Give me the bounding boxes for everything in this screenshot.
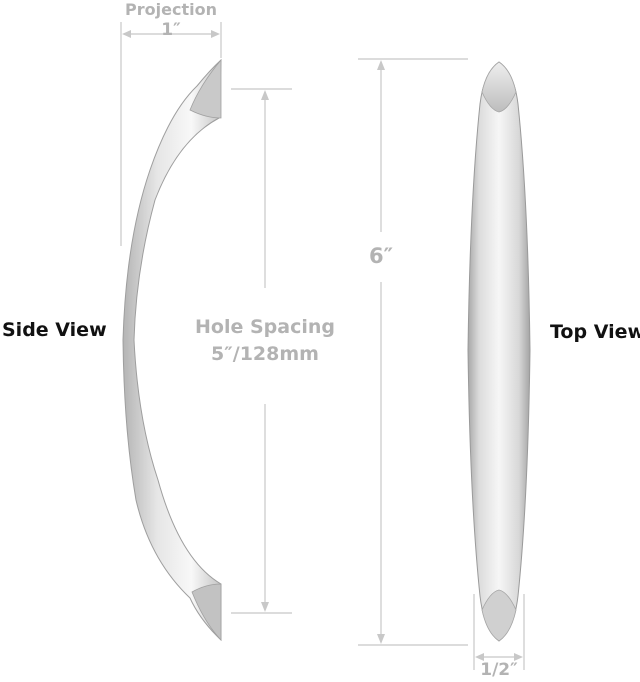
side-view-handle [122,58,222,642]
hole-spacing-value: 5″/128mm [211,343,319,365]
width-arrow-left [475,653,484,661]
length-value: 6″ [369,244,393,268]
hole-spacing-arrow-bottom [261,602,269,612]
length-arrow-top [377,60,385,70]
length-arrow-bottom [377,634,385,644]
width-arrow-right [514,653,523,661]
length-dimension [358,58,468,646]
top-view-handle [467,61,531,642]
hole-spacing-title: Hole Spacing [195,316,335,338]
top-handle-bottom-cap [481,589,517,642]
side-handle-bottom-foot [191,583,222,642]
projection-title: Projection [125,0,217,19]
top-handle-body [467,61,531,642]
width-dimension [473,594,525,670]
width-value: 1/2″ [480,660,518,680]
top-handle-top-cap [481,61,517,113]
projection-arrow-left [122,30,131,38]
side-handle-body [122,58,222,642]
projection-value: 1″ [161,20,181,40]
top-view-label: Top View [550,321,640,343]
hole-spacing-dimension [231,88,292,614]
hole-spacing-arrow-top [261,90,269,100]
projection-arrow-right [211,30,220,38]
side-handle-top-foot [189,58,222,119]
projection-dimension [120,22,222,246]
side-view-label: Side View [2,319,107,341]
